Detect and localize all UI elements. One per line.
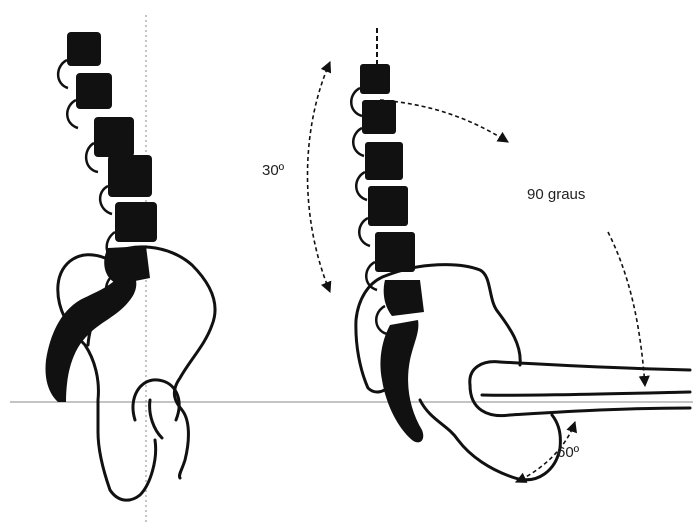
left-vertebra-l2 — [76, 73, 112, 109]
angle-30-arrow — [308, 62, 331, 292]
right-vertebra-l4 — [368, 186, 408, 226]
right-sacrum-shape — [380, 320, 423, 442]
left-hip-socket — [133, 380, 179, 438]
right-femur-shaft — [470, 362, 690, 416]
right-iliac-outline — [356, 265, 520, 392]
right-sacrum — [351, 64, 424, 442]
left-iliac-outline — [58, 247, 215, 500]
left-vertebra-l5 — [115, 202, 157, 242]
left-pelvis — [58, 247, 215, 500]
right-vertebra-l2 — [362, 100, 396, 134]
left-vertebra-l3 — [94, 117, 134, 157]
right-vertebra-l5 — [375, 232, 415, 272]
right-vertebra-l3 — [365, 142, 403, 180]
left-vertebra-l1 — [67, 32, 101, 66]
angle-90-top-arrow — [380, 100, 508, 142]
angle-30-label: 30º — [262, 162, 284, 179]
angle-90-label: 90 graus — [527, 186, 585, 203]
right-femur-head — [470, 362, 500, 385]
left-sacrum — [46, 32, 158, 402]
left-vertebra-l4 — [108, 155, 152, 197]
right-vertebra-l1 — [360, 64, 390, 94]
angle-60-label: 60º — [557, 444, 579, 461]
angle-90-side-arrow — [608, 232, 645, 386]
right-vertebra-s1 — [384, 280, 424, 316]
